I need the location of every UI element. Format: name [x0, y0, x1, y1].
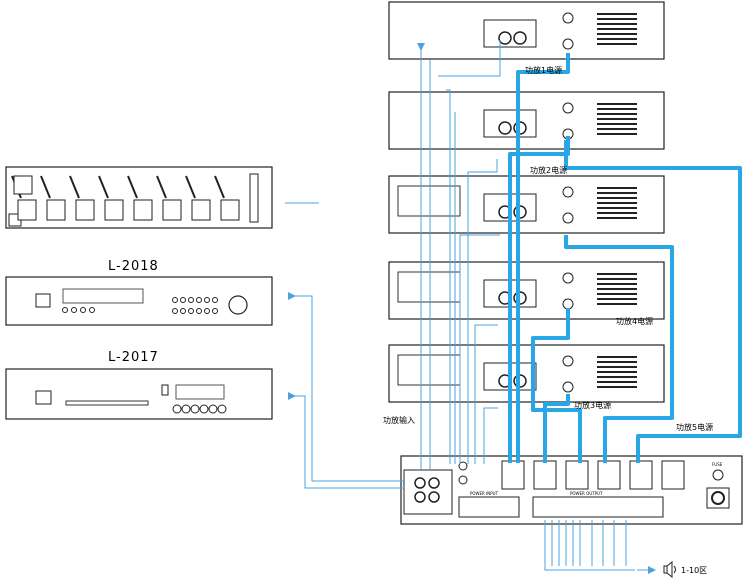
strip-outlet: [104, 199, 124, 221]
timer-button: [188, 308, 194, 314]
processor-xlr: [428, 477, 440, 489]
strip-plug-cable: [98, 175, 109, 199]
player-button: [190, 404, 200, 414]
processor-outlet: [533, 460, 557, 490]
power-wires: [508, 53, 742, 463]
player-button: [181, 404, 191, 414]
amplifier-terminal-block: [397, 185, 461, 217]
timer-button: [204, 297, 210, 303]
amplifier-input-jack: [513, 31, 527, 45]
amp3-power-label: 功放3电源: [574, 400, 611, 410]
timer-button: [172, 308, 178, 314]
amplifier-unit: [388, 91, 665, 150]
strip-outlet: [46, 199, 66, 221]
amplifier-input-jack: [498, 31, 512, 45]
timer-button: [172, 297, 178, 303]
amplifier-fuse: [562, 102, 574, 114]
timer-model-label: L-2018: [108, 259, 159, 274]
processor-jack: [458, 461, 468, 471]
player-button: [217, 404, 227, 414]
processor-xlr: [414, 477, 426, 489]
amp5-power-label: 功放5电源: [676, 422, 713, 432]
amplifier-input-jack: [498, 121, 512, 135]
timer-device: [5, 276, 273, 326]
strip-plug-cable: [214, 175, 225, 199]
timer-button: [80, 307, 86, 313]
power-output-label: POWER OUTPUT: [570, 491, 603, 496]
processor-outlet: [565, 460, 589, 490]
timer-button: [180, 297, 186, 303]
player-button: [172, 404, 182, 414]
strip-outlet: [220, 199, 240, 221]
player-button: [208, 404, 218, 414]
amplifier-terminal-block: [397, 354, 461, 386]
processor-xlr: [414, 491, 426, 503]
processor-outlet: [501, 460, 525, 490]
amplifier-power-jack: [562, 298, 574, 310]
processor-jack: [458, 475, 468, 485]
strip-outlet: [162, 199, 182, 221]
timer-button: [212, 308, 218, 314]
timer-button: [204, 308, 210, 314]
power-input-label: POWER INPUT: [470, 491, 499, 496]
amplifier-terminal-block: [397, 271, 461, 303]
strip-outlet: [17, 199, 37, 221]
amplifier-power-jack: [562, 212, 574, 224]
strip-outlet: [75, 199, 95, 221]
signal-wires: [285, 40, 656, 574]
amplifier-fuse: [562, 186, 574, 198]
strip-plug-cable: [127, 175, 138, 199]
strip-plug-cable: [185, 175, 196, 199]
amp1-power-label: 功放1电源: [525, 65, 562, 75]
timer-button: [89, 307, 95, 313]
amp4-power-label: 功放4电源: [616, 316, 653, 326]
amplifier-fuse: [562, 272, 574, 284]
player-device: [5, 368, 273, 420]
player-button: [199, 404, 209, 414]
socket-strip-device: [5, 166, 273, 229]
processor-xlr: [428, 491, 440, 503]
amp-input-label: 功放输入: [383, 415, 415, 425]
player-model-label: L-2017: [108, 350, 159, 365]
power-manager-device: [400, 455, 743, 525]
amplifier-power-jack: [562, 38, 574, 50]
strip-plug-cable: [69, 175, 80, 199]
timer-button: [188, 297, 194, 303]
fuse-label: FUSE: [712, 462, 723, 467]
speaker-icon: [663, 560, 676, 579]
timer-button: [212, 297, 218, 303]
strip-outlet: [191, 199, 211, 221]
strip-plug-cable: [156, 175, 167, 199]
amplifier-fuse: [562, 355, 574, 367]
strip-outlet: [13, 175, 33, 195]
timer-button: [62, 307, 68, 313]
timer-button: [196, 308, 202, 314]
strip-outlet: [133, 199, 153, 221]
amplifier-power-jack: [562, 381, 574, 393]
amplifier-fuse: [562, 12, 574, 24]
amplifier-unit: [388, 344, 665, 403]
timer-button: [180, 308, 186, 314]
amp2-power-label: 功放2电源: [530, 165, 567, 175]
timer-button: [71, 307, 77, 313]
zones-label: 1-10区: [681, 566, 707, 575]
timer-button: [196, 297, 202, 303]
processor-outlet: [597, 460, 621, 490]
processor-outlet: [629, 460, 653, 490]
amplifier-unit: [388, 1, 665, 60]
strip-plug-cable: [40, 175, 51, 199]
processor-outlet: [661, 460, 685, 490]
